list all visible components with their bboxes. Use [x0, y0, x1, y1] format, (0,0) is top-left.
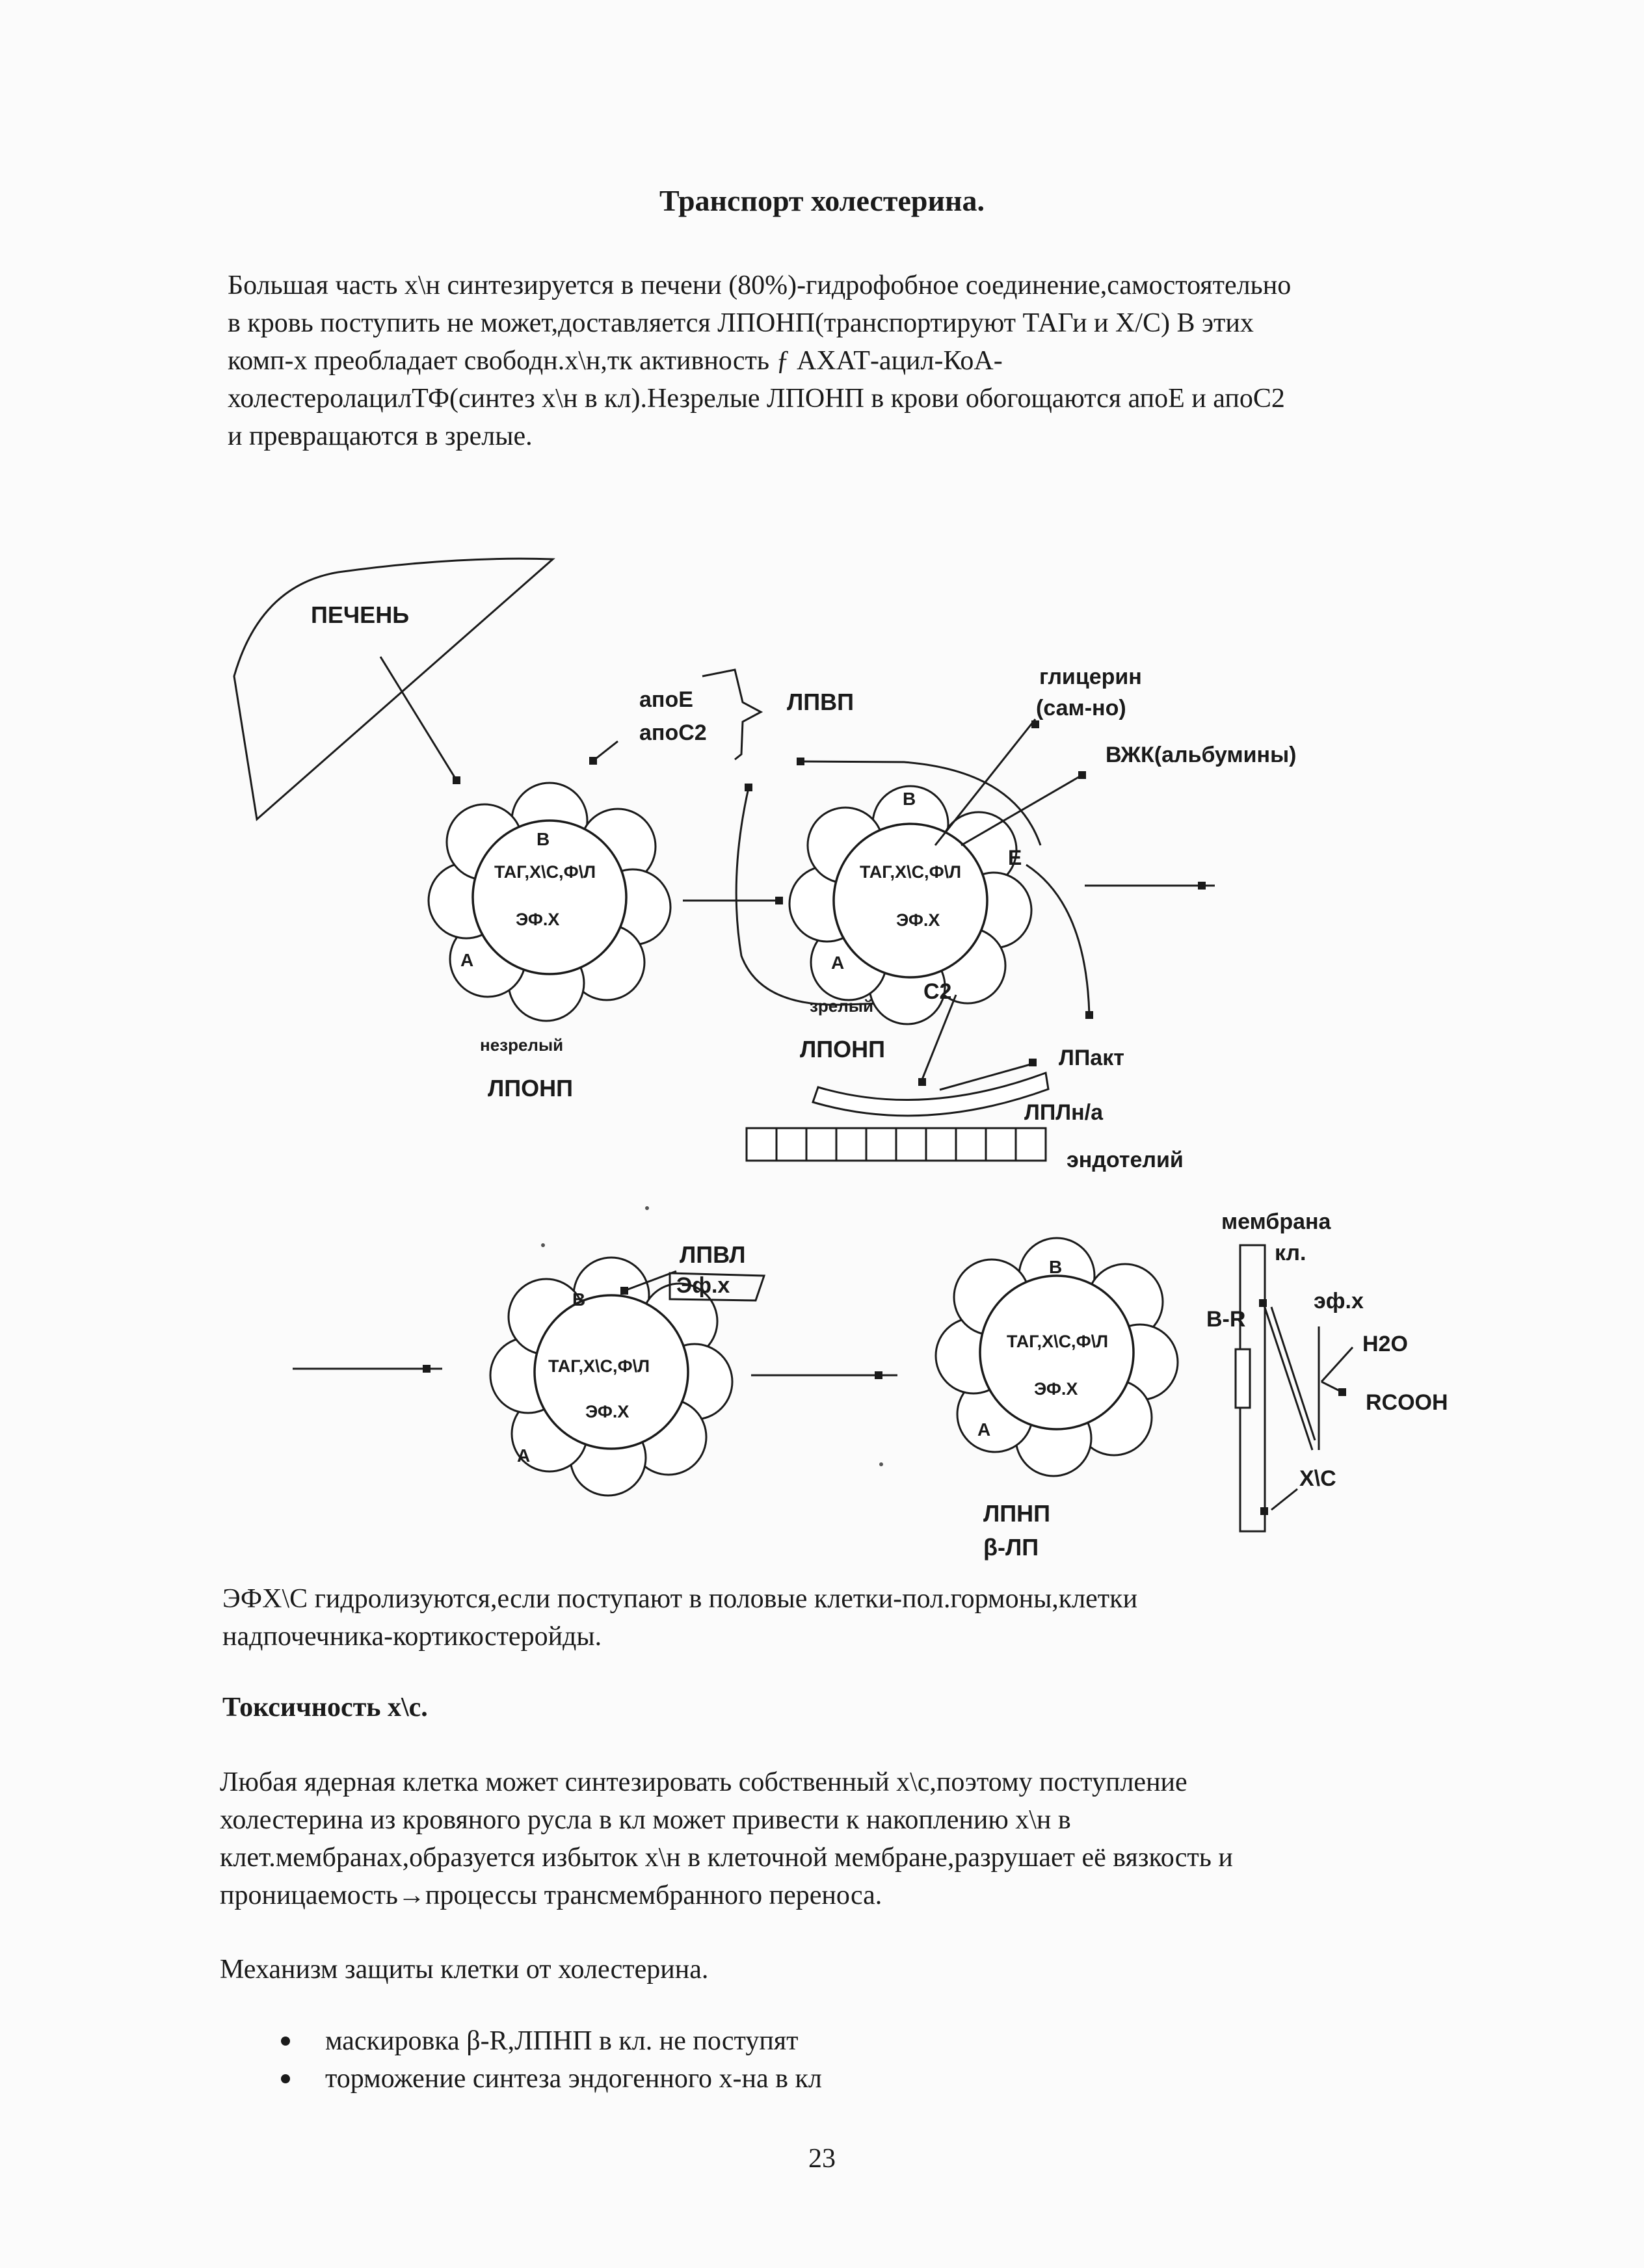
rcooh-label: RCOOH — [1366, 1390, 1448, 1415]
protection-list: маскировка β-R,ЛПНП в кл. не поступят то… — [273, 2022, 822, 2098]
liver-label: ПЕЧЕНЬ — [311, 601, 409, 628]
receptor-label: В-R — [1206, 1307, 1245, 1332]
endothelium-label: эндотелий — [1067, 1148, 1184, 1172]
list-item: маскировка β-R,ЛПНП в кл. не поступят — [273, 2022, 822, 2060]
water-label: Н2О — [1362, 1332, 1408, 1356]
apoe-label: апоЕ — [639, 687, 693, 712]
core-esters-label: ЭФ.Х — [896, 910, 940, 930]
core-lipids-label: ТАГ,Х\С,Ф\Л — [1007, 1332, 1108, 1351]
core-lipids-label: ТАГ,Х\С,Ф\Л — [494, 862, 596, 882]
toxicity-line: холестерина из кровяного русла в кл може… — [220, 1801, 1494, 1839]
toxicity-line: Любая ядерная клетка может синтезировать… — [220, 1763, 1494, 1801]
page-number: 23 — [0, 2143, 1644, 2174]
immature-vldl-name: ЛПОНП — [488, 1075, 573, 1101]
core-esters-label: ЭФ.Х — [1034, 1379, 1078, 1399]
hydrolysis-line: надпочечника-кортикостеройды. — [222, 1618, 1497, 1655]
ester-label: эф.х — [1314, 1289, 1364, 1313]
protection-heading: Механизм защиты клетки от холестерина. — [220, 1951, 1494, 1988]
mature-vldl-name: ЛПОНП — [800, 1036, 885, 1062]
glycerol-note: (сам-но) — [1036, 696, 1126, 720]
mature-label: зрелый — [810, 996, 873, 1016]
list-item-text: маскировка β-R,ЛПНП в кл. не поступят — [325, 2026, 798, 2056]
idl-particle: В А ТАГ,Х\С,Ф\Л ЭФ.Х ЛПВЛ Эф.х — [490, 1241, 764, 1496]
core-esters-label: ЭФ.Х — [516, 910, 559, 929]
idl-ester-label: Эф.х — [676, 1273, 730, 1298]
list-item-text: торможение синтеза эндогенного х-на в кл — [325, 2064, 822, 2094]
core-lipids-label: ТАГ,Х\С,Ф\Л — [548, 1356, 650, 1376]
apo-b-label: В — [572, 1289, 585, 1310]
apo-b-label: В — [903, 789, 916, 809]
idl-label: ЛПВЛ — [680, 1241, 746, 1268]
core-lipids-label: ТАГ,Х\С,Ф\Л — [860, 862, 961, 882]
toxicity-line: проницаемость→процессы трансмембранного … — [220, 1877, 1494, 1914]
apo-a-label: А — [460, 950, 473, 970]
list-item: торможение синтеза эндогенного х-на в кл — [273, 2060, 822, 2098]
apo-e-mark: Е — [1008, 846, 1022, 869]
apo-b-label: В — [1049, 1257, 1062, 1277]
toxicity-paragraph: Любая ядерная клетка может синтезировать… — [220, 1763, 1494, 1914]
ffa-label: ВЖК(альбумины) — [1106, 743, 1296, 767]
ldl-alt-label: β-ЛП — [983, 1534, 1039, 1561]
lpl-inactive-label: ЛПЛн/а — [1024, 1100, 1104, 1125]
bullet-icon — [281, 2037, 290, 2046]
hdl-label: ЛПВП — [787, 689, 854, 715]
ldl-particle: В А ТАГ,Х\С,Ф\Л ЭФ.Х ЛПНП β-ЛП — [936, 1238, 1178, 1561]
lpl-active-label: ЛПакт — [1059, 1046, 1124, 1070]
core-esters-label: ЭФ.Х — [585, 1402, 629, 1421]
cell-membrane: мембрана кл. В-R эф.х Н2О RCOOH Х\С — [1206, 1209, 1448, 1531]
endothelium: эндотелий — [747, 1128, 1184, 1172]
apo-c2-mark: С2 — [923, 979, 951, 1004]
apoc2-label: апоС2 — [639, 720, 707, 745]
immature-label: незрелый — [480, 1035, 563, 1055]
bullet-icon — [281, 2074, 290, 2083]
apo-a-label: А — [977, 1419, 990, 1440]
glycerol-label: глицерин — [1039, 665, 1142, 689]
immature-vldl: В А ТАГ,Х\С,Ф\Л ЭФ.Х незрелый ЛПОНП — [429, 783, 670, 1101]
mature-vldl: В А ТАГ,Х\С,Ф\Л ЭФ.Х Е С2 зрелый ЛПОНП — [789, 786, 1031, 1062]
apo-b-label: В — [537, 829, 550, 849]
ldl-label: ЛПНП — [983, 1500, 1050, 1527]
hydrolysis-line: ЭФХ\С гидролизуются,если поступают в пол… — [222, 1580, 1497, 1618]
cholesterol-label: Х\С — [1299, 1466, 1336, 1491]
liver-shape: ПЕЧЕНЬ — [234, 559, 553, 819]
membrane-label-2: кл. — [1275, 1241, 1306, 1265]
membrane-label: мембрана — [1221, 1209, 1332, 1234]
apo-a-label: А — [517, 1445, 530, 1466]
hydrolysis-paragraph: ЭФХ\С гидролизуются,если поступают в пол… — [222, 1580, 1497, 1655]
apo-a-label: А — [831, 953, 844, 973]
toxicity-line: клет.мембранах,образуется избыток х\н в … — [220, 1839, 1494, 1877]
toxicity-heading: Токсичность х\с. — [222, 1692, 428, 1723]
